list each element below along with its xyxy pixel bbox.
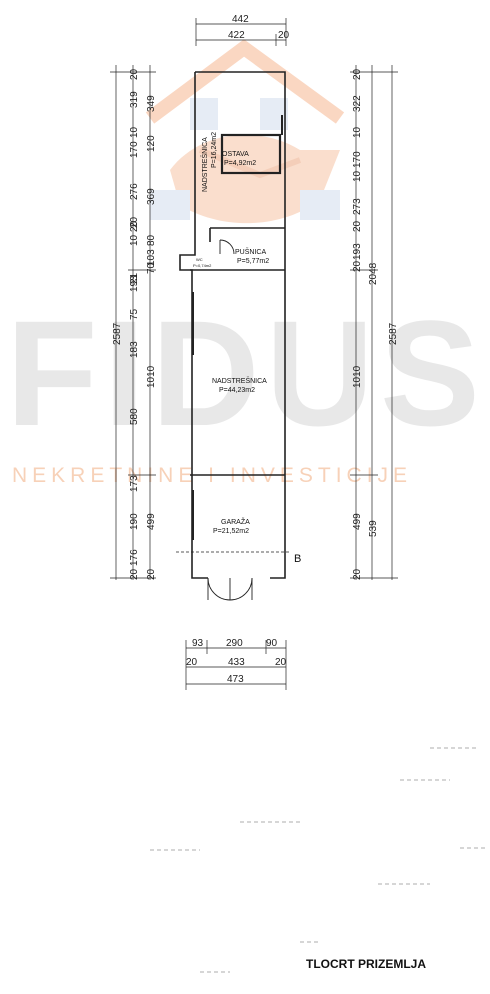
- dim-bottom-row2-2: 20: [275, 657, 287, 668]
- dim-left-inner-13: 173: [129, 475, 140, 492]
- dim-right-0: 20: [352, 68, 363, 80]
- dim-right-mid-0: 2048: [368, 262, 379, 285]
- dim-right-total: 2587: [388, 322, 399, 345]
- dim-left-extra-8: 20: [146, 568, 157, 580]
- scan-ghost-marks: [150, 747, 488, 973]
- pusnica-area: P=5,77m2: [237, 258, 269, 265]
- dim-bottom-row1-0: 93: [192, 638, 204, 649]
- dim-left-inner-8: 21: [129, 272, 140, 284]
- nadstresnica-large-name: NADSTREŠNICA: [212, 376, 267, 385]
- door-swings: [207, 239, 253, 601]
- dim-left-inner-0: 20: [129, 68, 140, 80]
- dim-right-2: 10: [352, 126, 363, 138]
- dim-top-2: 20: [278, 30, 290, 41]
- nadstresnica-small-name: NADSTREŠNICA: [200, 137, 209, 192]
- dim-left-extra-3: 103: [146, 249, 157, 266]
- dim-bottom-row2-0: 20: [186, 657, 198, 668]
- dim-left-extra-0: 349: [146, 95, 157, 112]
- dim-left-extra-1: 120: [146, 135, 157, 152]
- dim-bottom-row1-1: 290: [226, 638, 243, 649]
- dim-left-inner-9: 193: [129, 275, 140, 292]
- dim-left-extra-6: 1010: [146, 365, 157, 388]
- nadstresnica-large-area: P=44,23m2: [219, 387, 255, 394]
- dim-left-inner-10: 75: [129, 308, 140, 320]
- dim-right-1: 322: [352, 95, 363, 112]
- dim-left-extra-7: 499: [146, 513, 157, 530]
- window-marks: [192, 115, 283, 540]
- dim-right-3: 170: [352, 151, 363, 168]
- dim-right-4: 10: [352, 170, 363, 182]
- top-dimension-lines: [195, 18, 287, 46]
- dim-right-8: 20: [352, 260, 363, 272]
- building-outline: [179, 71, 286, 579]
- drawing-title: TLOCRT PRIZEMLJA: [306, 957, 426, 971]
- dim-right-6: 20: [352, 220, 363, 232]
- wc-area: P=0,74m2: [193, 263, 212, 268]
- dim-left-inner-7: 10: [129, 234, 140, 246]
- dim-right-10: 499: [352, 513, 363, 530]
- dim-bottom-total: 473: [227, 674, 244, 685]
- watermark-logo: [145, 39, 345, 224]
- dim-top-0: 442: [232, 14, 249, 25]
- dim-left-total: 2587: [112, 322, 123, 345]
- dim-left-inner-11: 183: [129, 341, 140, 358]
- left-extra-dimension-labels: 349 120 369 103 80 70 1010 499 20: [146, 95, 157, 580]
- dim-left-inner-12: 580: [129, 408, 140, 425]
- ostava-room: [220, 133, 282, 175]
- dim-bottom-row2-1: 433: [228, 657, 245, 668]
- dim-left-inner-4: 20: [129, 220, 140, 232]
- dim-left-inner-16: 20: [129, 568, 140, 580]
- dim-left-inner-15: 176: [129, 549, 140, 566]
- pusnica-name: PUŠNICA: [235, 247, 266, 256]
- dim-right-9: 1010: [352, 365, 363, 388]
- bottom-dimension-lines: [185, 640, 287, 690]
- section-mark: B: [294, 553, 301, 565]
- dim-left-inner-14: 190: [129, 513, 140, 530]
- dim-bottom-row1-2: 90: [266, 638, 278, 649]
- dim-left-extra-4: 80: [146, 234, 157, 246]
- watermark-text: FIDUS: [6, 289, 486, 457]
- vertical-dimension-axes: [110, 65, 398, 580]
- dim-right-mid-1: 539: [368, 520, 379, 537]
- dim-top-1: 422: [228, 30, 245, 41]
- wc-name: WC: [196, 257, 203, 262]
- dim-right-5: 273: [352, 198, 363, 215]
- nadstresnica-small-area: P=16,24m2: [211, 132, 218, 168]
- dim-left-inner-6: 20: [129, 216, 140, 228]
- dim-left-extra-2: 369: [146, 188, 157, 205]
- dim-right-7: 193: [352, 243, 363, 260]
- dim-left-extra-5: 70: [146, 262, 157, 274]
- dim-left-inner-5: 276: [129, 183, 140, 200]
- garaza-name: GARAŽA: [221, 517, 250, 526]
- garaza-area: P=21,52m2: [213, 528, 249, 535]
- dim-left-inner-1: 319: [129, 91, 140, 108]
- dim-left-inner-3: 170: [129, 141, 140, 158]
- ostava-name: OSTAVA: [222, 151, 249, 158]
- dim-right-11: 20: [352, 568, 363, 580]
- dim-left-inner-2: 10: [129, 126, 140, 138]
- ostava-area: P=4,92m2: [224, 160, 256, 167]
